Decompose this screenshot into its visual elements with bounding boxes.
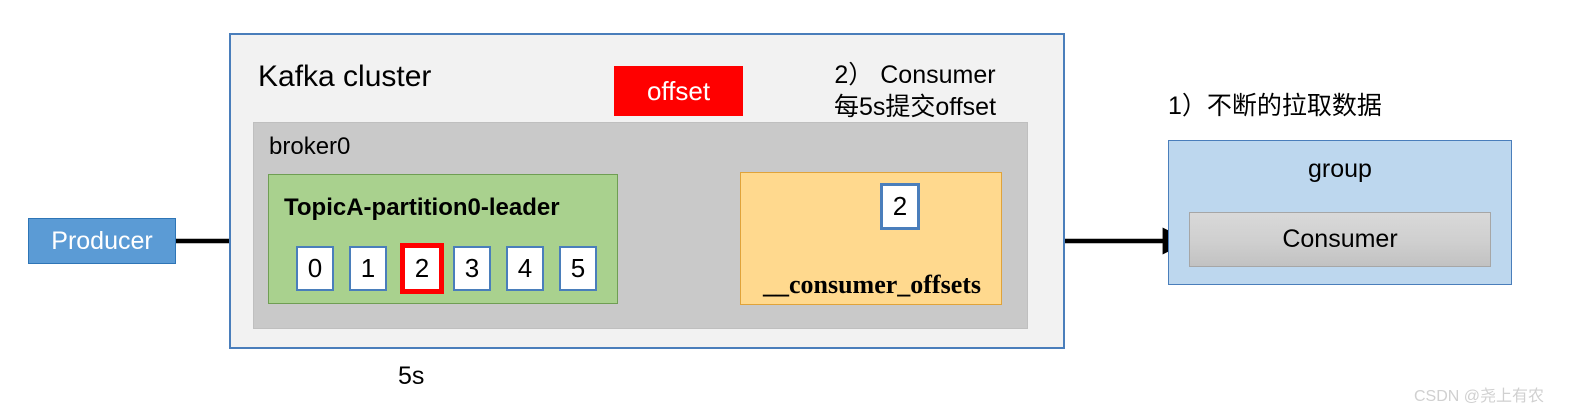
consumer-offsets-stored-value[interactable]: 2 [880,183,920,230]
partition-cell-4-value: 4 [517,253,533,283]
consumer-offsets-stored-value-text: 2 [892,191,908,221]
consumer-group-title: group [1308,155,1372,183]
partition-cell-0-value: 0 [307,253,323,283]
consumer-offsets-box [740,172,1002,305]
broker0-title: broker0 [269,133,351,160]
producer-label: Producer [51,226,153,255]
partition-cell-5[interactable]: 5 [559,246,597,291]
consumer-box[interactable]: Consumer [1189,212,1491,267]
topic-partition-title: TopicA-partition0-leader [284,194,560,221]
partition-cell-4[interactable]: 4 [506,246,544,291]
note-consumer-commit-line2: 每5s提交offset [833,92,997,121]
note-consumer-commit: 2） Consumer 每5s提交offset [800,60,1030,123]
partition-cell-5-value: 5 [570,253,586,283]
kafka-cluster-title: Kafka cluster [258,60,432,93]
offset-badge-label: offset [646,75,711,106]
note-pull-data: 1）不断的拉取数据 [1168,92,1382,120]
watermark: CSDN @尧上有农 [1414,388,1545,405]
partition-cell-2-value: 2 [414,253,430,283]
offset-badge[interactable]: offset [614,66,743,116]
consumer-offsets-label: __consumer_offsets [762,270,982,299]
partition-cell-3[interactable]: 3 [453,246,491,291]
producer-box[interactable]: Producer [28,218,176,264]
interval-label: 5s [398,362,425,390]
consumer-label: Consumer [1282,225,1398,253]
partition-cell-1-value: 1 [360,253,376,283]
partition-cell-1[interactable]: 1 [349,246,387,291]
note-consumer-commit-line1: 2） Consumer [834,61,996,89]
partition-cell-0[interactable]: 0 [296,246,334,291]
partition-cell-2-highlighted[interactable]: 2 [400,243,444,294]
partition-cell-3-value: 3 [464,253,480,283]
